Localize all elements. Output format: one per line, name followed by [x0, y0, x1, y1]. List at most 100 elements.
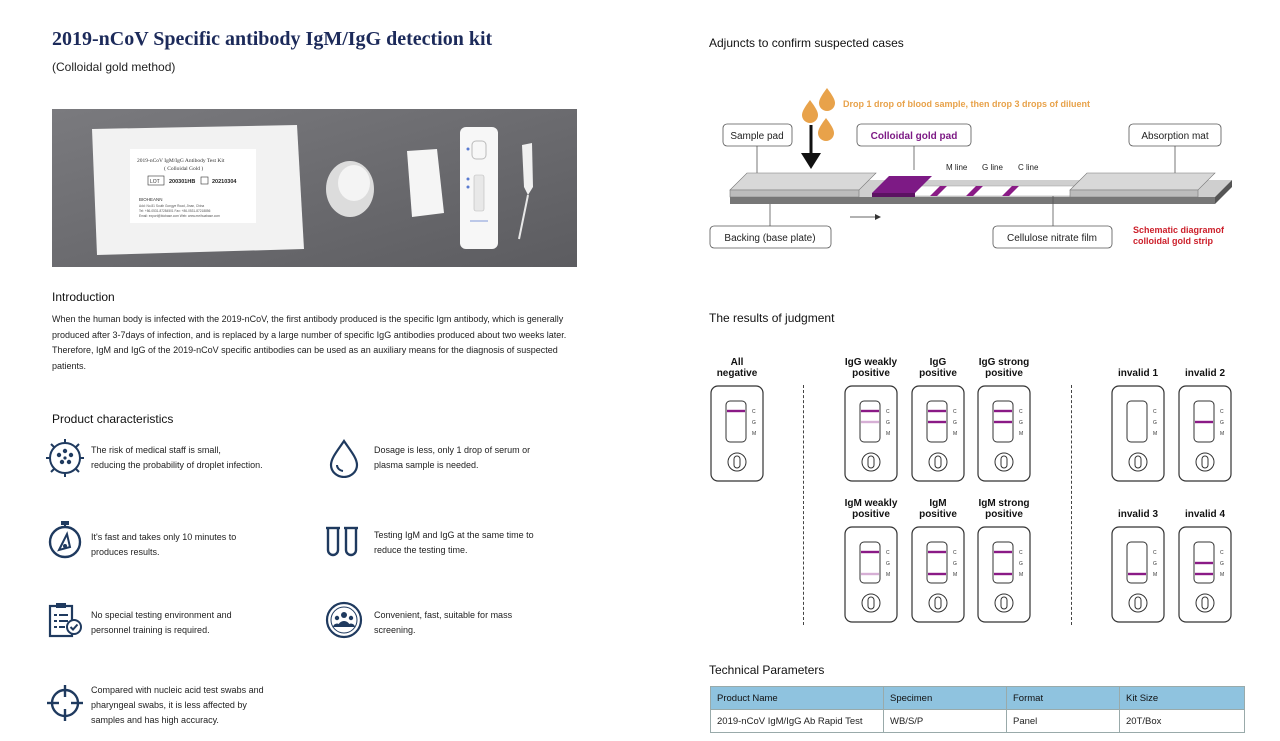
g-line-label: G line — [982, 163, 1003, 172]
result-line-g — [1195, 420, 1213, 424]
line-letter-m: M — [953, 431, 957, 437]
package-address-1: Add: No.81 South Gongye Road, Jinan, Chi… — [139, 204, 204, 208]
result-line-g — [994, 420, 1012, 424]
test-cassette: CGM — [977, 526, 1031, 623]
tech-table: Product Name Specimen Format Kit Size 20… — [710, 686, 1245, 733]
feature-7-text: Compared with nucleic acid test swabs an… — [91, 685, 264, 725]
backing-label: Backing (base plate) — [724, 233, 815, 244]
line-letter-g: G — [886, 420, 890, 426]
test-cassette: CGM — [844, 385, 898, 482]
test-cassette: CGM — [710, 385, 764, 482]
line-letter-g: G — [1220, 420, 1224, 426]
line-letter-m: M — [1153, 572, 1157, 578]
result-line-m — [1128, 572, 1146, 576]
line-letter-c: C — [1019, 409, 1023, 415]
tech-table-header-row: Product Name Specimen Format Kit Size — [710, 686, 1245, 710]
product-photo: 2019-nCoV IgM/IgG Antibody Test Kit ( Co… — [52, 109, 577, 267]
nitrate-label: Cellulose nitrate film — [1007, 233, 1097, 244]
line-letter-g: G — [1153, 420, 1157, 426]
schematic-note-1: Schematic diagramof — [1133, 225, 1225, 235]
table-row: 2019-nCoV IgM/IgG Ab Rapid Test WB/S/P P… — [710, 709, 1245, 733]
package-address-3: Email: export@biobase.com Web: www.meihu… — [139, 214, 220, 218]
line-letter-m: M — [886, 572, 890, 578]
adjuncts-heading: Adjuncts to confirm suspected cases — [709, 36, 904, 50]
test-cassette: CGM — [1111, 526, 1165, 623]
result-line-c — [928, 550, 946, 554]
line-letter-c: C — [953, 409, 957, 415]
clipboard-check-icon — [45, 600, 85, 640]
result-line-c — [861, 409, 879, 413]
sample-pad-label: Sample pad — [730, 131, 783, 142]
drop-note: Drop 1 drop of blood sample, then drop 3… — [843, 99, 1090, 109]
test-cassette: CGM — [1111, 385, 1165, 482]
result-line-g — [1195, 561, 1213, 565]
result-line-c — [928, 409, 946, 413]
line-letter-m: M — [1220, 431, 1224, 437]
c-line-label: C line — [1018, 163, 1039, 172]
test-cassette: CGM — [911, 526, 965, 623]
virus-icon — [45, 438, 85, 478]
line-letter-g: G — [953, 561, 957, 567]
tech-cell-product: 2019-nCoV IgM/IgG Ab Rapid Test — [710, 709, 884, 733]
result-line-c — [727, 409, 745, 413]
page-subtitle: (Colloidal gold method) — [52, 60, 176, 74]
result-label-invalid-1: invalid 1 — [1117, 368, 1158, 379]
results-separator-right — [1071, 385, 1072, 625]
line-letter-c: C — [752, 409, 756, 415]
drop-icon — [324, 438, 364, 478]
tech-cell-format: Panel — [1006, 709, 1120, 733]
line-letter-g: G — [953, 420, 957, 426]
strip-diagram: Drop 1 drop of blood sample, then drop 3… — [709, 88, 1232, 249]
gold-pad-label: Colloidal gold pad — [871, 131, 958, 142]
flow-arrow-icon — [875, 214, 881, 220]
line-letter-m: M — [1019, 572, 1023, 578]
line-letter-c: C — [1019, 550, 1023, 556]
tech-cell-specimen: WB/S/P — [883, 709, 1007, 733]
result-label-invalid-4: invalid 4 — [1184, 509, 1225, 520]
test-cassette: CGM — [977, 385, 1031, 482]
test-cassette: CGM — [1178, 385, 1232, 482]
result-line-c — [994, 550, 1012, 554]
blood-drops — [802, 88, 835, 141]
line-letter-m: M — [1019, 431, 1023, 437]
m-line-label: M line — [946, 163, 968, 172]
feature-1-text: The risk of medical staff is small,reduc… — [91, 445, 263, 470]
package-maker: BIOHEANN — [139, 197, 163, 202]
page-title: 2019-nCoV Specific antibody IgM/IgG dete… — [52, 28, 493, 50]
line-letter-m: M — [1220, 572, 1224, 578]
test-tubes-icon — [324, 520, 364, 560]
tech-heading: Technical Parameters — [709, 663, 825, 677]
product-photo-illustration: 2019-nCoV IgM/IgG Antibody Test Kit ( Co… — [52, 109, 577, 267]
package-lot-value: 200301HB — [169, 179, 195, 185]
result-line-m — [928, 572, 946, 576]
line-letter-g: G — [1019, 420, 1023, 426]
line-letter-m: M — [752, 431, 756, 437]
result-label-invalid-2: invalid 2 — [1184, 368, 1225, 379]
package-method: ( Colloidal Gold ) — [164, 165, 203, 172]
line-letter-g: G — [886, 561, 890, 567]
results-heading: The results of judgment — [709, 311, 835, 325]
line-letter-c: C — [1153, 550, 1157, 556]
test-cassette: CGM — [911, 385, 965, 482]
group-icon — [324, 600, 364, 640]
package-lot-label: LOT — [150, 179, 160, 185]
results-separator-left — [803, 385, 804, 625]
result-line-m — [994, 572, 1012, 576]
line-letter-c: C — [1220, 409, 1224, 415]
introduction-heading: Introduction — [52, 290, 115, 304]
stopwatch-icon — [45, 520, 85, 560]
line-letter-g: G — [1019, 561, 1023, 567]
line-letter-m: M — [953, 572, 957, 578]
introduction-text: When the human body is infected with the… — [52, 314, 567, 371]
line-letter-c: C — [1153, 409, 1157, 415]
result-line-g — [928, 420, 946, 424]
